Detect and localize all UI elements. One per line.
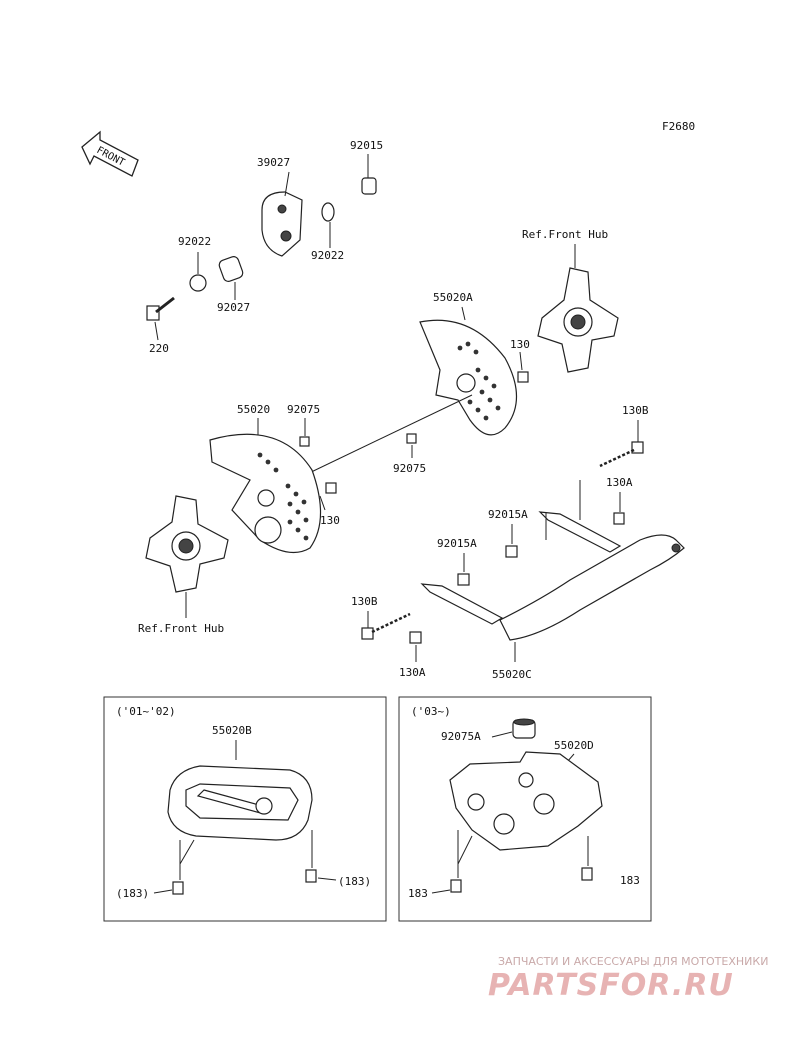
- bracket-39027: [261, 191, 303, 257]
- nut-92015A-a: [505, 545, 518, 558]
- callout-130A-bottom: 130A: [399, 666, 426, 679]
- front-arrow-icon: FRONT: [81, 130, 139, 177]
- inset-01-02-bolt-right: (183): [338, 875, 371, 888]
- leader: [284, 171, 290, 197]
- axis-line: [304, 394, 473, 476]
- washer-92022-left: [189, 274, 207, 292]
- nut-92075-b: [406, 433, 417, 444]
- bolt-183-right-a: [450, 879, 462, 893]
- inset-03-bolt-right: 183: [620, 874, 640, 887]
- inset-03-years: ('03~): [411, 705, 451, 718]
- watermark-brand: PARTSFOR.RU: [488, 968, 734, 1003]
- callout-130B-right: 130B: [622, 404, 649, 417]
- skid-plate-55020B: [167, 765, 313, 841]
- inset-03-part-label: 55020D: [554, 739, 594, 752]
- inset-01-02-part: 55020B: [212, 724, 252, 737]
- nut-92075A: [512, 718, 536, 739]
- callout-55020: 55020: [237, 403, 270, 416]
- bolt-130A-bottom: [409, 631, 422, 644]
- callout-92015: 92015: [350, 139, 383, 152]
- leader: [519, 351, 523, 371]
- inset-03: [398, 696, 652, 922]
- front-hub-top: [537, 267, 619, 373]
- callout-39027: 39027: [257, 156, 290, 169]
- callout-92075-a: 92075: [287, 403, 320, 416]
- ref-front-hub-top: Ref.Front Hub: [522, 228, 608, 241]
- inset-01-02-years: ('01~'02): [116, 705, 176, 718]
- callout-55020C: 55020C: [492, 668, 532, 681]
- callout-130-a: 130: [510, 338, 530, 351]
- collar-92027: [218, 256, 244, 282]
- inset-01-02-bolt-left: (183): [116, 887, 149, 900]
- diagram-code: F2680: [662, 120, 695, 133]
- inset-01-02: [103, 696, 387, 922]
- leader: [461, 306, 466, 321]
- frame-55020C: [420, 480, 685, 641]
- bolt-130B-left: [361, 612, 411, 640]
- bolt-183-right-b: [581, 867, 593, 881]
- callout-92075-b: 92075: [393, 462, 426, 475]
- leader: [153, 889, 173, 894]
- callout-130A-right: 130A: [606, 476, 633, 489]
- bolt-220: [146, 296, 175, 321]
- bolt-130B-right: [599, 441, 644, 468]
- washer-92022-top: [321, 202, 335, 222]
- bolt-183-left-a: [172, 881, 184, 895]
- nut-92015A-b: [457, 573, 470, 586]
- leader: [154, 321, 159, 341]
- guard-55020A: [419, 319, 517, 436]
- callout-130B-left: 130B: [351, 595, 378, 608]
- leader: [317, 877, 337, 881]
- inset-03-nut-label: 92075A: [441, 730, 481, 743]
- bolt-183-left-b: [305, 869, 317, 883]
- front-hub-bottom: [145, 495, 229, 593]
- callout-92027: 92027: [217, 301, 250, 314]
- leader: [319, 495, 326, 511]
- bolt-130-top: [517, 371, 529, 383]
- watermark-tagline: ЗАПЧАСТИ И АКСЕССУАРЫ ДЛЯ МОТОТЕХНИКИ: [498, 955, 768, 968]
- nut-92015: [361, 177, 377, 195]
- callout-92022-top: 92022: [311, 249, 344, 262]
- inset-03-bolt-left: 183: [408, 887, 428, 900]
- nut-92075-a: [299, 436, 310, 447]
- leader: [179, 839, 195, 865]
- callout-92022-left: 92022: [178, 235, 211, 248]
- callout-92015A-b: 92015A: [437, 537, 477, 550]
- bolt-130A-right: [613, 512, 625, 525]
- callout-92015A-a: 92015A: [488, 508, 528, 521]
- callout-220: 220: [149, 342, 169, 355]
- bolt-130-middle: [325, 482, 337, 494]
- guard-55020: [209, 433, 322, 554]
- ref-front-hub-bottom: Ref.Front Hub: [138, 622, 224, 635]
- leader: [491, 731, 513, 738]
- leader: [431, 889, 451, 894]
- skid-plate-55020D: [449, 751, 603, 851]
- leader: [457, 835, 473, 865]
- callout-130-b: 130: [320, 514, 340, 527]
- callout-55020A: 55020A: [433, 291, 473, 304]
